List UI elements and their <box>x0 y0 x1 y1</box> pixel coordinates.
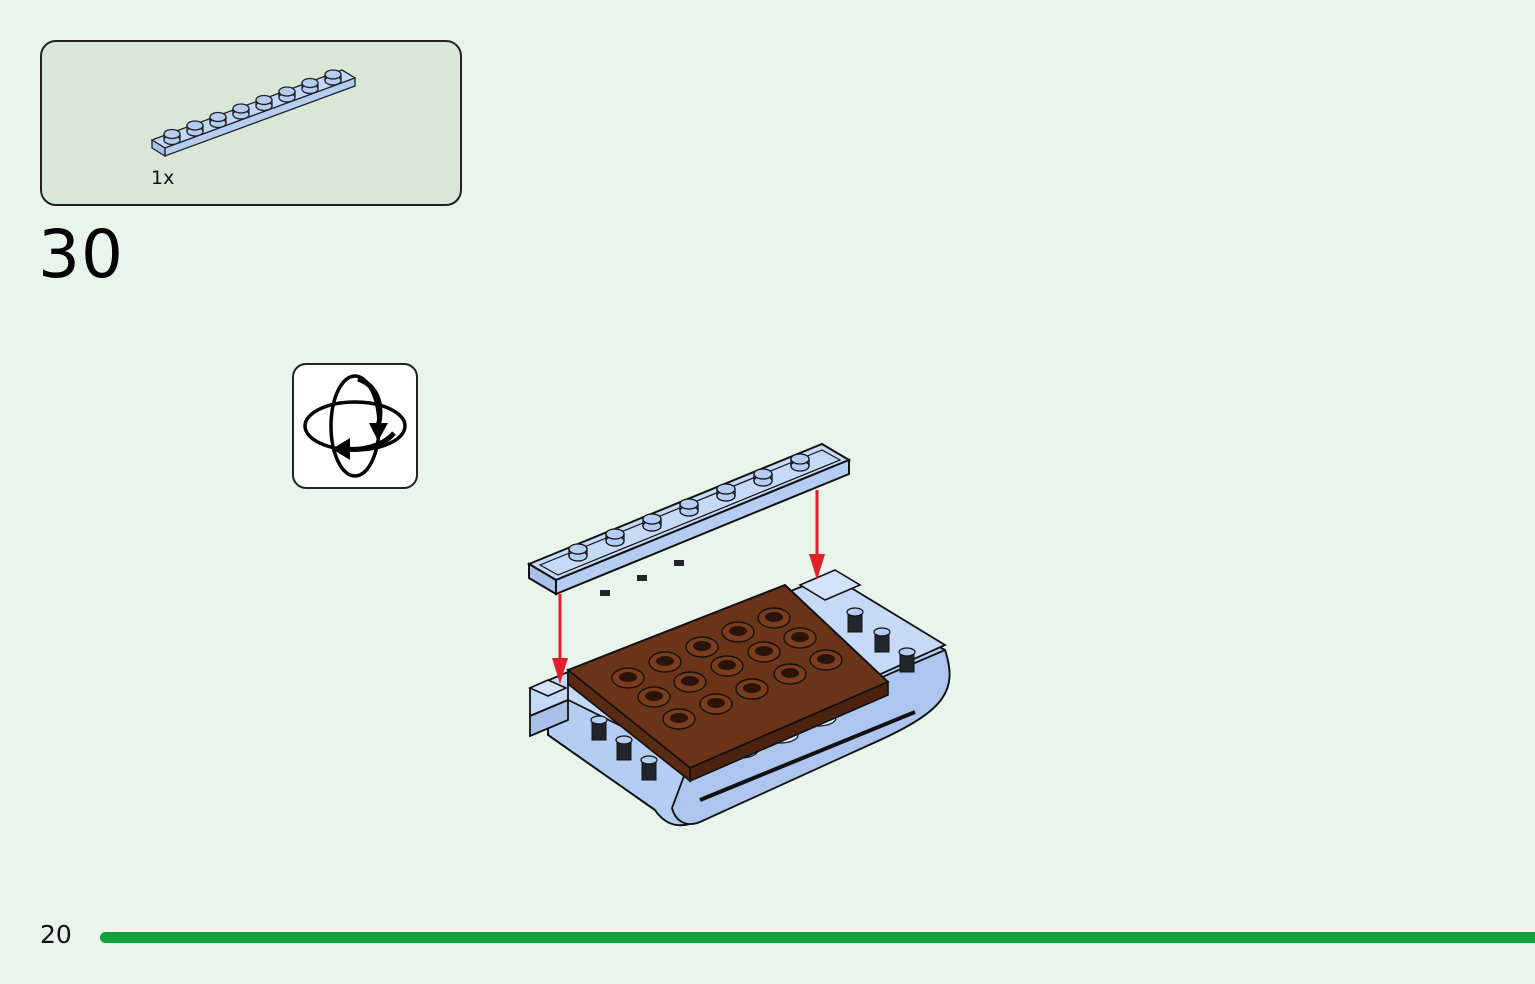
step-number: 30 <box>38 216 124 293</box>
parts-callout: 1x <box>40 40 462 206</box>
plate-1x8-icon <box>150 69 357 158</box>
rotate-model-icon <box>303 374 407 478</box>
part-quantity: 1x <box>151 167 175 189</box>
brown-plate-4x6 <box>566 583 890 783</box>
rotate-model-callout <box>292 363 418 489</box>
page-number: 20 <box>40 920 72 949</box>
floating-plate-1x8 <box>526 442 852 596</box>
progress-bar <box>100 932 1535 943</box>
placement-arrows <box>552 490 825 684</box>
progress-bar-fill <box>100 932 1535 943</box>
